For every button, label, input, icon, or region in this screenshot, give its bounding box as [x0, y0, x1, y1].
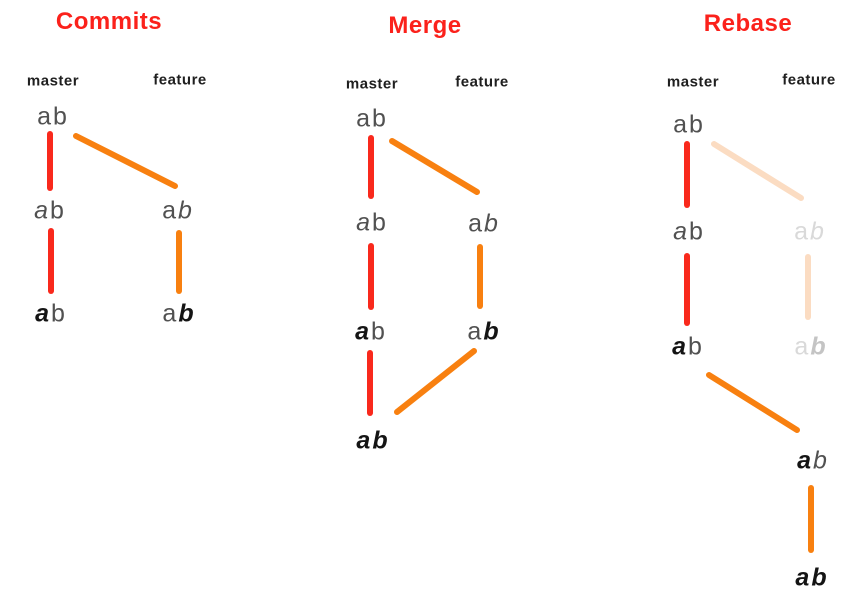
- file-b-state: b: [811, 563, 827, 592]
- commit-node-master-3: ab: [354, 317, 386, 346]
- file-b-state: b: [483, 317, 499, 346]
- branch-label-master: master: [666, 73, 720, 91]
- branch-label-feature: feature: [455, 73, 509, 91]
- file-a-state: a: [356, 426, 371, 455]
- file-b-state: b: [371, 317, 385, 346]
- file-a-state: a: [356, 104, 370, 133]
- branch-label-master: master: [345, 75, 399, 93]
- commit-node-master-2: ab: [672, 217, 704, 246]
- file-b-state: b: [372, 426, 388, 455]
- file-a-state: a: [673, 217, 687, 246]
- file-a-state: a: [795, 563, 810, 592]
- panel-title: Merge: [388, 12, 462, 39]
- merge-edge-branch-out: [389, 138, 480, 195]
- file-a-state: a: [34, 196, 48, 225]
- file-a-state: a: [356, 208, 370, 237]
- rebase-edge-rebased-branch: [706, 372, 800, 433]
- file-b-state: b: [53, 102, 67, 131]
- commit-node-old-feature-2: ab: [793, 332, 826, 361]
- file-a-state: a: [672, 332, 686, 361]
- commit-node-feature-2: ab: [466, 317, 499, 346]
- rebase-edge-old-branch-out: [711, 141, 804, 201]
- file-a-state: a: [468, 209, 482, 238]
- file-b-state: b: [484, 209, 498, 238]
- commit-node-master-3: ab: [34, 299, 66, 328]
- branch-label-feature: feature: [153, 71, 207, 89]
- file-b-state: b: [810, 217, 824, 246]
- file-b-state: b: [51, 299, 65, 328]
- file-a-state: a: [162, 299, 177, 328]
- file-a-state: a: [162, 196, 176, 225]
- file-a-state: a: [794, 217, 808, 246]
- file-a-state: a: [37, 102, 51, 131]
- file-b-state: b: [810, 332, 826, 361]
- commits-edge-branch-out: [73, 133, 178, 189]
- file-a-state: a: [467, 317, 482, 346]
- file-a-state: a: [35, 299, 49, 328]
- commit-node-rebased-1: ab: [796, 446, 828, 475]
- merge-edge-merge-in: [394, 348, 477, 415]
- commit-node-feature-2: ab: [161, 299, 194, 328]
- file-b-state: b: [372, 208, 386, 237]
- commit-node-master-3: ab: [671, 332, 703, 361]
- file-a-state: a: [797, 446, 811, 475]
- commit-node-master-2: ab: [355, 208, 387, 237]
- file-b-state: b: [178, 196, 192, 225]
- file-a-state: a: [673, 110, 687, 139]
- commit-node-feature-1: ab: [467, 209, 499, 238]
- commit-node-old-feature-1: ab: [793, 217, 825, 246]
- file-b-state: b: [689, 217, 703, 246]
- branch-label-feature: feature: [782, 71, 836, 89]
- commit-node-master-1: ab: [355, 104, 387, 133]
- file-b-state: b: [178, 299, 194, 328]
- file-a-state: a: [794, 332, 809, 361]
- file-b-state: b: [689, 110, 703, 139]
- commit-node-master-2: ab: [33, 196, 65, 225]
- file-b-state: b: [50, 196, 64, 225]
- panel-title: Commits: [55, 8, 163, 35]
- commit-node-master-1: ab: [36, 102, 68, 131]
- commit-node-master-1: ab: [672, 110, 704, 139]
- panel-title: Rebase: [703, 10, 793, 37]
- commit-node-rebased-2: ab: [794, 563, 827, 592]
- file-b-state: b: [372, 104, 386, 133]
- file-a-state: a: [355, 317, 369, 346]
- commit-node-feature-1: ab: [161, 196, 193, 225]
- branch-label-master: master: [26, 72, 80, 90]
- commit-node-merge-result: ab: [355, 426, 388, 455]
- file-b-state: b: [688, 332, 702, 361]
- file-b-state: b: [813, 446, 827, 475]
